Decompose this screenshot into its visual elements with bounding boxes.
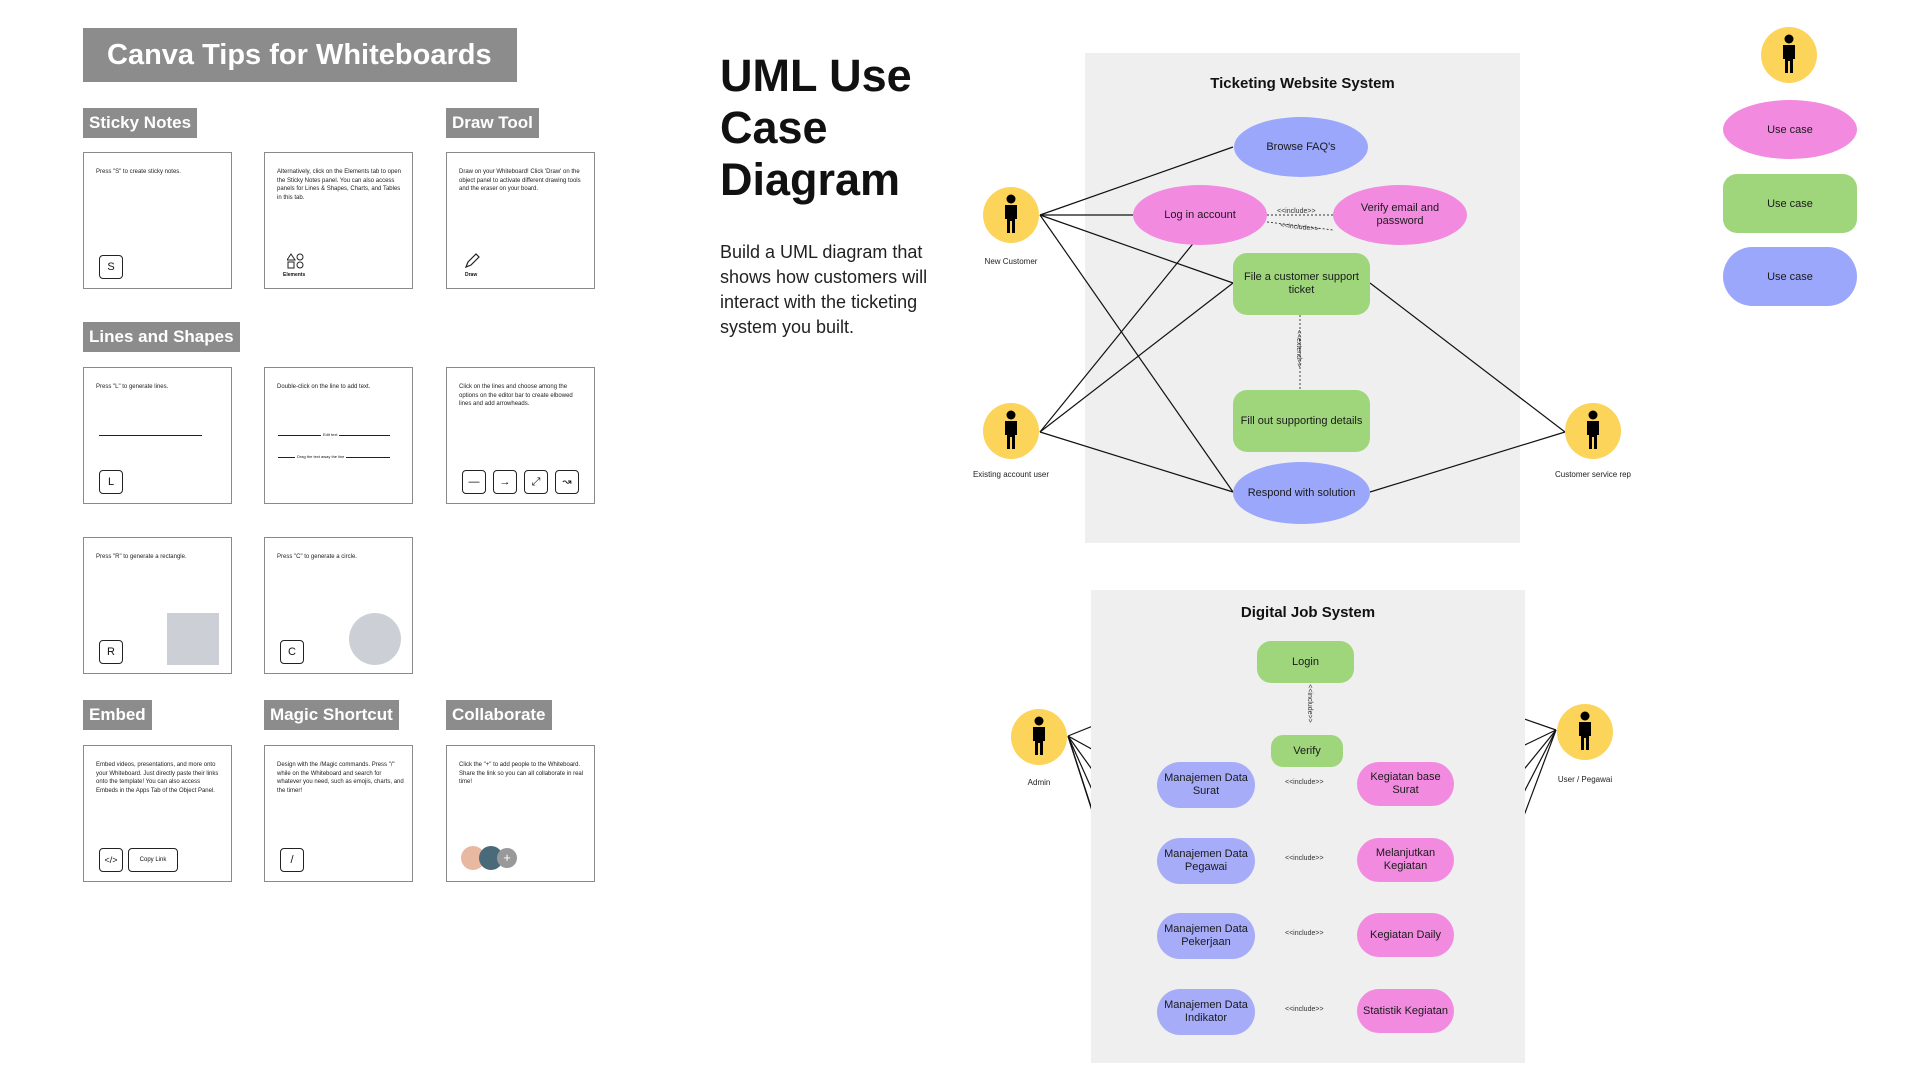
include-label: <<include>>	[1285, 930, 1324, 937]
system-title-ticketing: Ticketing Website System	[1210, 75, 1395, 92]
actor-label: New Customer	[984, 257, 1038, 266]
page-description: Build a UML diagram that shows how custo…	[720, 242, 928, 337]
key-l: L	[99, 470, 123, 494]
actor-label: Admin	[1027, 778, 1051, 787]
use-case-manajemen-pegawai[interactable]: Manajemen Data Pegawai	[1157, 838, 1255, 884]
actor-label: Existing account user	[972, 470, 1050, 479]
use-case-manajemen-pekerjaan[interactable]: Manajemen Data Pekerjaan	[1157, 913, 1255, 959]
include-label: <<include>>	[1285, 1006, 1324, 1013]
legend-use-case-green: Use case	[1723, 174, 1857, 233]
person-icon	[1033, 716, 1045, 755]
section-draw-tool: Draw Tool	[446, 108, 539, 138]
card-collaborate[interactable]: Click the "+" to add people to the White…	[446, 745, 595, 882]
person-icon	[1587, 410, 1599, 449]
include-label: <<include>>	[1305, 684, 1313, 723]
page-title: UML Use Case Diagram	[720, 50, 912, 205]
card-sticky-elements[interactable]: Alternatively, click on the Elements tab…	[264, 152, 413, 289]
system-title-digital-job: Digital Job System	[1240, 604, 1376, 621]
card-text: Click on the lines and choose among the …	[459, 384, 573, 407]
actor-admin[interactable]	[1011, 709, 1067, 765]
key-slash: /	[280, 848, 304, 872]
use-case-log-in[interactable]: Log in account	[1133, 185, 1267, 245]
tips-title: Canva Tips for Whiteboards	[83, 28, 517, 82]
actor-service-rep[interactable]	[1565, 403, 1621, 459]
rectangle-sample	[167, 613, 219, 665]
key-r: R	[99, 640, 123, 664]
person-icon	[1005, 194, 1017, 233]
key-s: S	[99, 255, 123, 279]
copy-link-button[interactable]: Copy Link	[128, 848, 178, 872]
use-case-respond[interactable]: Respond with solution	[1233, 462, 1370, 524]
use-case-melanjutkan-kegiatan[interactable]: Melanjutkan Kegiatan	[1357, 838, 1454, 882]
use-case-file-ticket[interactable]: File a customer support ticket	[1233, 253, 1370, 315]
extend-label: <<extend>>	[1295, 329, 1303, 368]
actor-user-pegawai[interactable]	[1557, 704, 1613, 760]
use-case-login[interactable]: Login	[1257, 641, 1354, 683]
use-case-manajemen-indikator[interactable]: Manajemen Data Indikator	[1157, 989, 1255, 1035]
person-icon	[1005, 410, 1017, 449]
line-option-plain-icon: —	[462, 470, 486, 494]
card-text: Click the "+" to add people to the White…	[459, 762, 584, 785]
include-label: <<include>>	[1277, 208, 1316, 215]
actor-new-customer[interactable]	[983, 187, 1039, 243]
card-text: Embed videos, presentations, and more on…	[96, 762, 219, 794]
card-rectangle[interactable]: Press "R" to generate a rectangle. R	[83, 537, 232, 674]
card-text: Press "C" to generate a circle.	[277, 554, 357, 560]
actor-label: Customer service rep	[1554, 470, 1632, 479]
use-case-fill-details[interactable]: Fill out supporting details	[1233, 390, 1370, 452]
section-magic: Magic Shortcut	[264, 700, 399, 730]
add-people-icon[interactable]: +	[497, 848, 517, 868]
embed-code-icon: </>	[99, 848, 123, 872]
card-lines-text[interactable]: Double-click on the line to add text. Ed…	[264, 367, 413, 504]
use-case-kegiatan-daily[interactable]: Kegiatan Daily	[1357, 913, 1454, 957]
include-label: <<include>>	[1285, 855, 1324, 862]
card-embed[interactable]: Embed videos, presentations, and more on…	[83, 745, 232, 882]
key-c: C	[280, 640, 304, 664]
person-icon	[1783, 34, 1795, 73]
use-case-browse-faqs[interactable]: Browse FAQ's	[1234, 117, 1368, 177]
actor-label: User / Pegawai	[1557, 775, 1613, 784]
card-sticky-shortcut[interactable]: Press "S" to create sticky notes. S	[83, 152, 232, 289]
section-sticky-notes: Sticky Notes	[83, 108, 198, 138]
section-collaborate: Collaborate	[446, 700, 552, 730]
legend-actor	[1761, 27, 1817, 83]
elements-label: Elements	[283, 272, 306, 278]
circle-sample	[349, 613, 401, 665]
use-case-kegiatan-surat[interactable]: Kegiatan base Surat	[1357, 762, 1454, 806]
card-text: Press "S" to create sticky notes.	[96, 169, 181, 175]
card-text: Press "R" to generate a rectangle.	[96, 554, 187, 560]
use-case-statistik-kegiatan[interactable]: Statistik Kegiatan	[1357, 989, 1454, 1033]
line-sample	[99, 435, 202, 436]
card-lines-shortcut[interactable]: Press "L" to generate lines. L	[83, 367, 232, 504]
line-option-arrow-icon: →	[493, 470, 517, 494]
line-text-2: Drag the text away the line	[295, 454, 347, 459]
line-text-1: Edit text	[321, 432, 340, 437]
card-text: Design with the /Magic commands. Press "…	[277, 762, 404, 794]
card-text: Press "L" to generate lines.	[96, 384, 169, 390]
card-lines-options[interactable]: Click on the lines and choose among the …	[446, 367, 595, 504]
draw-label: Draw	[465, 272, 478, 278]
legend-use-case-pink: Use case	[1723, 100, 1857, 159]
legend-use-case-blue: Use case	[1723, 247, 1857, 306]
card-text: Alternatively, click on the Elements tab…	[277, 169, 401, 201]
card-draw[interactable]: Draw on your Whiteboard! Click 'Draw' on…	[446, 152, 595, 289]
include-label: <<include>>	[1285, 779, 1324, 786]
use-case-verify[interactable]: Verify email and password	[1333, 185, 1467, 245]
section-embed: Embed	[83, 700, 152, 730]
pen-icon	[464, 253, 480, 269]
card-text: Draw on your Whiteboard! Click 'Draw' on…	[459, 169, 581, 192]
card-magic[interactable]: Design with the /Magic commands. Press "…	[264, 745, 413, 882]
actor-existing-user[interactable]	[983, 403, 1039, 459]
section-lines-shapes: Lines and Shapes	[83, 322, 240, 352]
line-option-elbow-icon: ⤢	[524, 470, 548, 494]
elements-icon	[287, 253, 304, 269]
person-icon	[1579, 711, 1591, 750]
line-option-curve-icon: ↝	[555, 470, 579, 494]
card-text: Double-click on the line to add text.	[277, 384, 371, 390]
card-circle[interactable]: Press "C" to generate a circle. C	[264, 537, 413, 674]
use-case-verify[interactable]: Verify	[1271, 735, 1343, 767]
use-case-manajemen-surat[interactable]: Manajemen Data Surat	[1157, 762, 1255, 808]
